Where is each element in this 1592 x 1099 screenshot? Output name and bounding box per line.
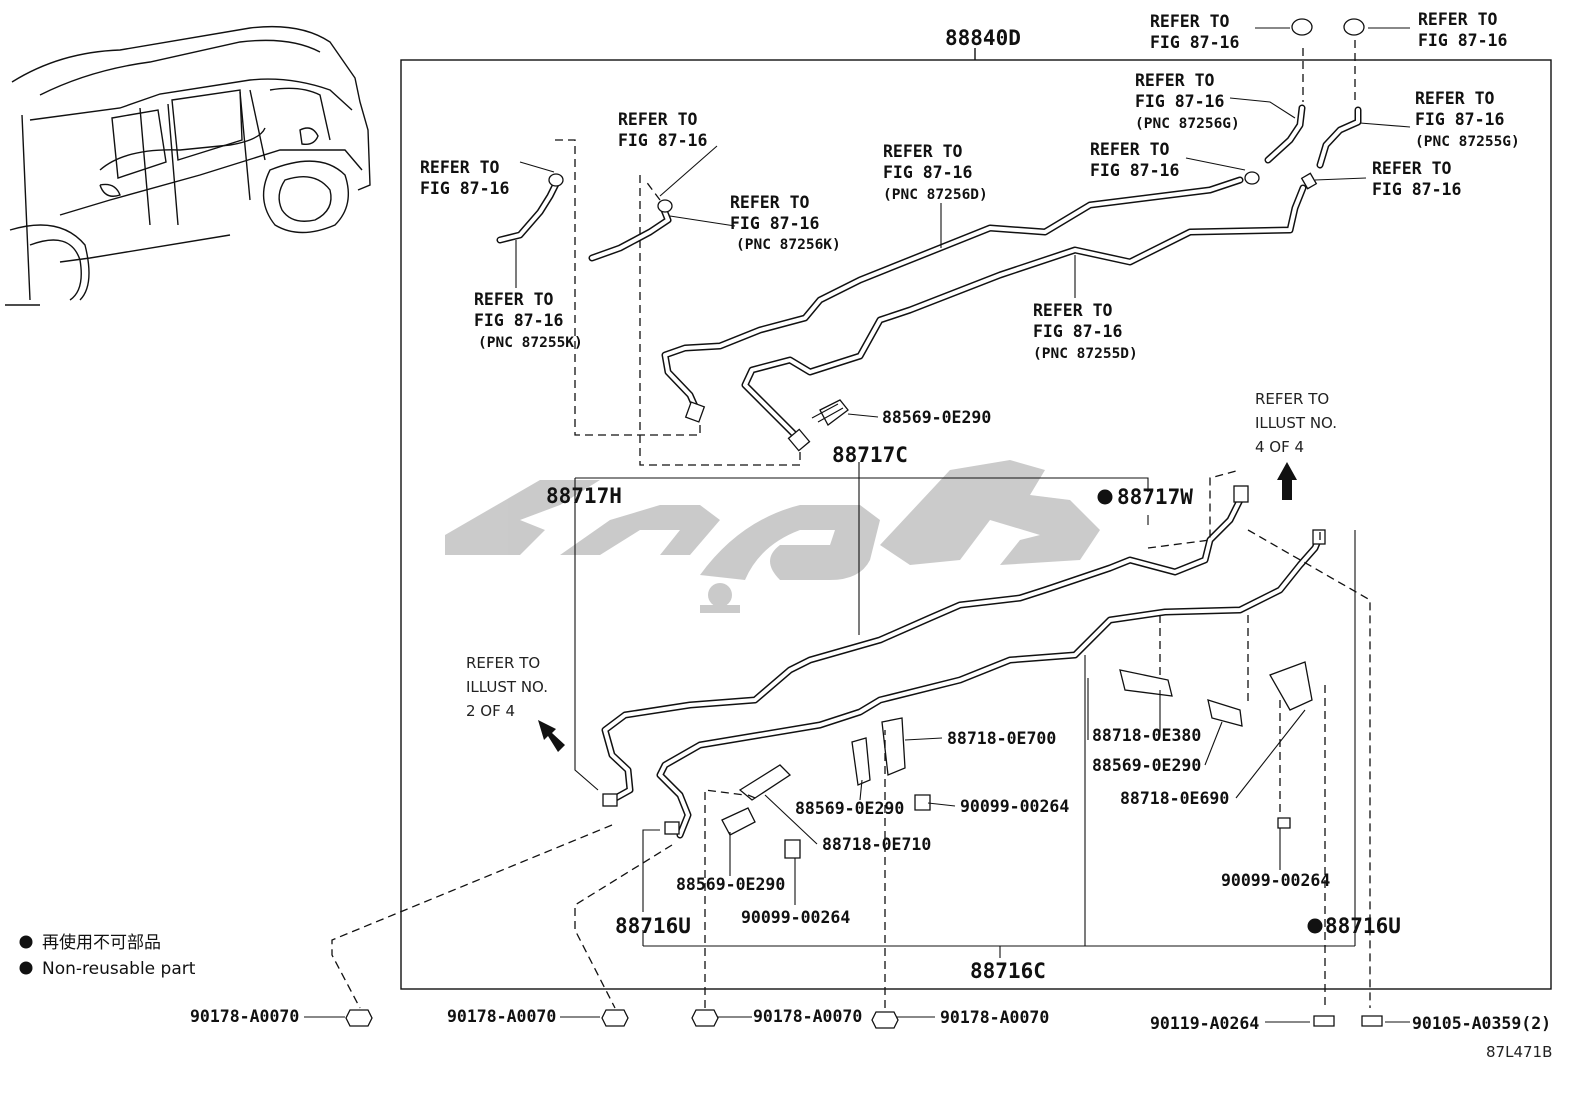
refer-illust-4-line3: 4 OF 4 bbox=[1255, 438, 1304, 456]
refer-fig-r7-line3: (PNC 87256D) bbox=[883, 187, 988, 203]
refer-fig-labels: REFER TO FIG 87-16 REFER TO FIG 87-16 RE… bbox=[420, 10, 1520, 362]
part-88717C: 88717C bbox=[832, 443, 908, 467]
refer-fig-r8-line2: FIG 87-16 bbox=[618, 131, 707, 150]
refer-fig-r3-line1: REFER TO bbox=[1135, 71, 1215, 90]
part-90099-center: 90099-00264 bbox=[960, 797, 1069, 816]
part-88718-0E710: 88718-0E710 bbox=[822, 835, 931, 854]
refer-fig-r5-line1: REFER TO bbox=[1090, 140, 1170, 159]
refer-fig-r11-line2: FIG 87-16 bbox=[474, 311, 563, 330]
part-90099-right: 90099-00264 bbox=[1221, 871, 1330, 890]
bolt-label-2: 90178-A0070 bbox=[447, 1007, 556, 1026]
lower-pipe-assembly bbox=[601, 485, 1326, 839]
leader-lines bbox=[304, 27, 1411, 1023]
main-group-label: 88840D bbox=[945, 26, 1021, 50]
illustration-code: 87L471B bbox=[1486, 1043, 1552, 1061]
part-88716U-right: 88716U bbox=[1325, 914, 1401, 938]
part-90099-left: 90099-00264 bbox=[741, 908, 850, 927]
refer-fig-r2-line2: FIG 87-16 bbox=[1418, 31, 1507, 50]
legend-en: Non-reusable part bbox=[42, 959, 196, 979]
refer-fig-r9-line2: FIG 87-16 bbox=[420, 179, 509, 198]
refer-fig-r10-line1: REFER TO bbox=[730, 193, 810, 212]
part-88716U-left: 88716U bbox=[615, 914, 691, 938]
part-88569-left: 88569-0E290 bbox=[676, 875, 785, 894]
part-88569-top: 88569-0E290 bbox=[882, 408, 991, 427]
refer-fig-r4-line2: FIG 87-16 bbox=[1415, 110, 1504, 129]
refer-fig-r11-line1: REFER TO bbox=[474, 290, 554, 309]
part-88716C: 88716C bbox=[970, 959, 1046, 983]
part-88569-center: 88569-0E290 bbox=[795, 799, 904, 818]
refer-fig-r6-line2: FIG 87-16 bbox=[1372, 180, 1461, 199]
clamp-brackets bbox=[721, 661, 1313, 859]
bolt-label-3: 90178-A0070 bbox=[753, 1007, 862, 1026]
part-88718-0E700: 88718-0E700 bbox=[947, 729, 1056, 748]
dashed-leader-lines bbox=[331, 40, 1371, 1009]
refer-fig-r11-line3: (PNC 87255K) bbox=[478, 335, 583, 351]
fastener-labels: 90178-A0070 90178-A0070 90178-A0070 9017… bbox=[190, 1007, 1551, 1033]
refer-fig-r12-line2: FIG 87-16 bbox=[1033, 322, 1122, 341]
non-reusable-marker-88716U bbox=[1307, 918, 1323, 934]
hose-components bbox=[496, 18, 1365, 426]
refer-illust-2-line3: 2 OF 4 bbox=[466, 702, 515, 720]
refer-fig-r4-line1: REFER TO bbox=[1415, 89, 1495, 108]
refer-illust-2-line2: ILLUST NO. bbox=[466, 678, 548, 696]
upper-pipe-assembly bbox=[661, 171, 1318, 452]
refer-fig-r1-line2: FIG 87-16 bbox=[1150, 33, 1239, 52]
legend-jp: 再使用不可部品 bbox=[42, 932, 161, 953]
refer-illust-labels: REFER TO ILLUST NO. 4 OF 4 REFER TO ILLU… bbox=[466, 390, 1337, 720]
refer-fig-r9-line1: REFER TO bbox=[420, 158, 500, 177]
vehicle-locator-illustration bbox=[5, 25, 371, 306]
part-88718-0E690: 88718-0E690 bbox=[1120, 789, 1229, 808]
legend-dot-jp bbox=[19, 935, 33, 949]
refer-fig-r7-line2: FIG 87-16 bbox=[883, 163, 972, 182]
bolt-label-4: 90178-A0070 bbox=[940, 1008, 1049, 1027]
refer-fig-r3-line3: (PNC 87256G) bbox=[1135, 116, 1240, 132]
refer-illust-4-line1: REFER TO bbox=[1255, 390, 1329, 408]
watermark-logo bbox=[445, 460, 1100, 613]
refer-fig-r7-line1: REFER TO bbox=[883, 142, 963, 161]
refer-illust-4-line2: ILLUST NO. bbox=[1255, 414, 1337, 432]
refer-fig-r1-line1: REFER TO bbox=[1150, 12, 1230, 31]
refer-fig-r4-line3: (PNC 87255G) bbox=[1415, 134, 1520, 150]
part-number-labels: 88569-0E290 88717C 88717H 88717W 88718-0… bbox=[546, 408, 1401, 983]
part-88717W: 88717W bbox=[1117, 485, 1193, 509]
refer-fig-r12-line1: REFER TO bbox=[1033, 301, 1113, 320]
bolt-label-1: 90178-A0070 bbox=[190, 1007, 299, 1026]
non-reusable-marker-88717W bbox=[1097, 489, 1113, 505]
refer-fig-r3-line2: FIG 87-16 bbox=[1135, 92, 1224, 111]
refer-fig-r8-line1: REFER TO bbox=[618, 110, 698, 129]
refer-fig-r12-line3: (PNC 87255D) bbox=[1033, 346, 1138, 362]
refer-fig-r5-line2: FIG 87-16 bbox=[1090, 161, 1179, 180]
bolt-label-5: 90119-A0264 bbox=[1150, 1014, 1259, 1033]
legend-dot-en bbox=[19, 961, 33, 975]
part-88718-0E380: 88718-0E380 bbox=[1092, 726, 1201, 745]
legend: 再使用不可部品 Non-reusable part bbox=[19, 932, 196, 979]
refer-fig-r10-line3: (PNC 87256K) bbox=[736, 237, 841, 253]
part-88717H: 88717H bbox=[546, 484, 622, 508]
fasteners bbox=[345, 1009, 1383, 1029]
main-group-frame bbox=[400, 59, 1552, 990]
refer-illust-2-line1: REFER TO bbox=[466, 654, 540, 672]
refer-fig-r6-line1: REFER TO bbox=[1372, 159, 1452, 178]
refer-fig-r2-line1: REFER TO bbox=[1418, 10, 1498, 29]
bolt-label-6: 90105-A0359(2) bbox=[1412, 1014, 1551, 1033]
direction-arrows bbox=[538, 462, 1297, 752]
part-88569-mid: 88569-0E290 bbox=[1092, 756, 1201, 775]
refer-fig-r10-line2: FIG 87-16 bbox=[730, 214, 819, 233]
